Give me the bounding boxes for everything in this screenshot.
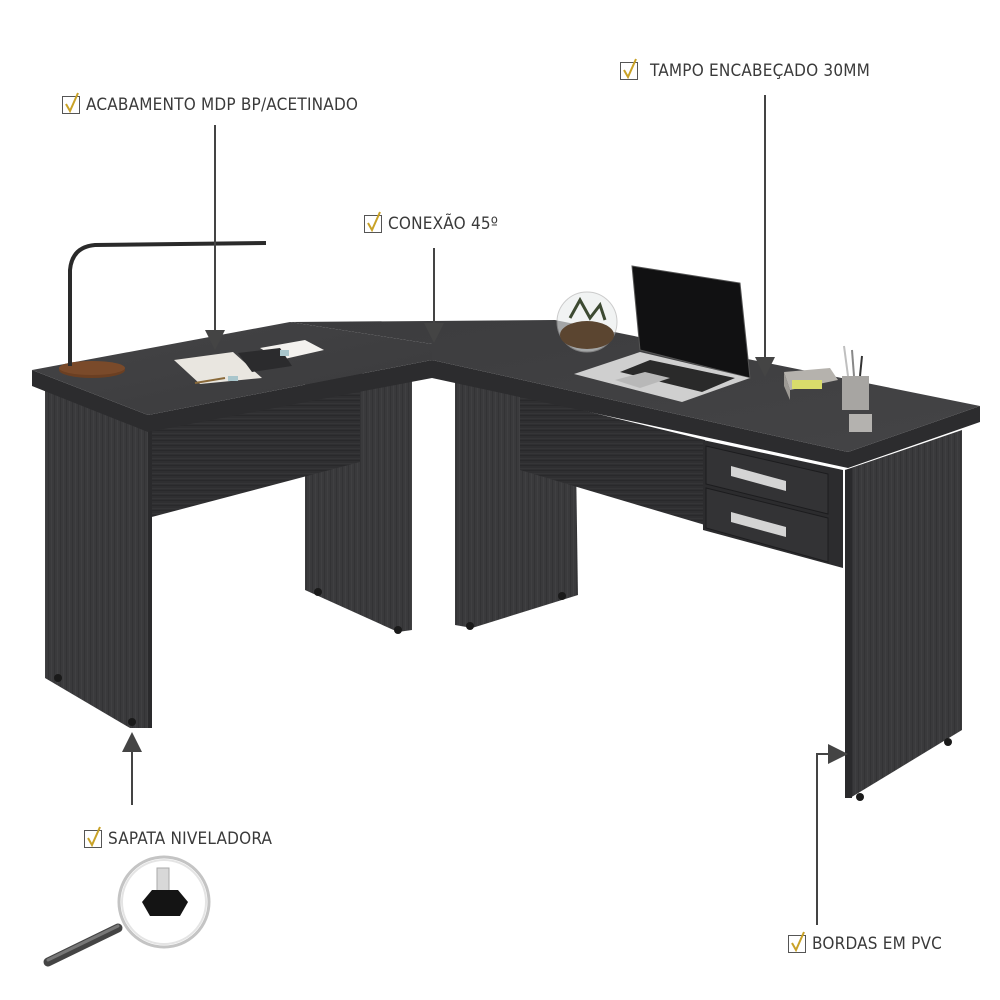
left-end-leg: [45, 390, 148, 728]
laptop: [574, 265, 751, 402]
checkbox-checked-icon: [62, 92, 80, 114]
checkbox-checked-icon: [620, 58, 638, 80]
feature-label: SAPATA NIVELADORA: [108, 829, 273, 849]
feature-label: BORDAS EM PVC: [812, 934, 943, 954]
checkbox-checked-icon: [788, 931, 806, 953]
pencil-cup: [842, 345, 872, 432]
left-modesty-panel: [148, 378, 360, 518]
leveling-foot-magnifier: [43, 855, 211, 967]
feature-label: ACABAMENTO MDP BP/ACETINADO: [86, 95, 359, 115]
drawer-top-handle[interactable]: [731, 466, 786, 491]
right-end-leg: [845, 430, 962, 798]
note-holder: [784, 368, 838, 400]
left-top-edge: [32, 360, 432, 432]
feature-tampo: TAMPO ENCABEÇADO 30MM: [620, 58, 871, 81]
feature-bordas: BORDAS EM PVC: [788, 931, 943, 954]
bordas-pointer: [816, 744, 848, 925]
desk-lamp: [59, 241, 267, 378]
glass-terrarium: [556, 291, 618, 353]
drawer-bottom-handle[interactable]: [731, 512, 786, 537]
checkbox-checked-icon: [364, 211, 382, 233]
papers-and-notebook: [174, 340, 324, 384]
feature-acabamento: ACABAMENTO MDP BP/ACETINADO: [62, 92, 359, 115]
feature-conexao: CONEXÃO 45º: [364, 211, 499, 234]
feature-sapata: SAPATA NIVELADORA: [84, 826, 273, 849]
feature-label: TAMPO ENCABEÇADO 30MM: [650, 61, 871, 81]
right-modesty-panel: [520, 395, 705, 525]
feature-label: CONEXÃO 45º: [388, 214, 499, 234]
checkbox-checked-icon: [84, 826, 102, 848]
